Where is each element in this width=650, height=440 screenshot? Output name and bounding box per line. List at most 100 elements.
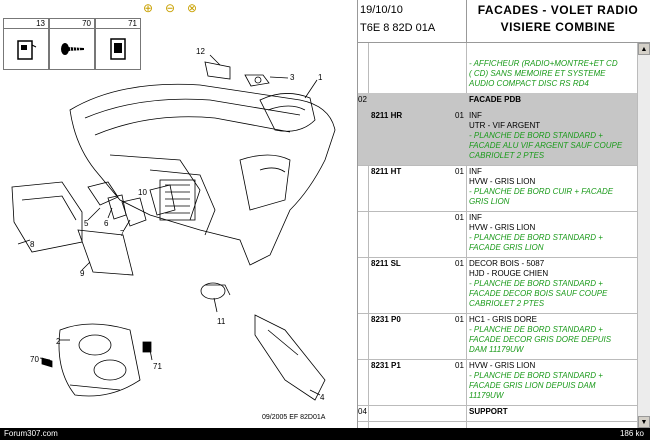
- part-index: 01: [455, 167, 464, 176]
- row-number: 04: [358, 407, 367, 416]
- callout-9: 9: [80, 269, 85, 278]
- status-left: Forum307.com: [4, 429, 58, 438]
- part-description: INF: [469, 111, 482, 120]
- list-item[interactable]: - AFFICHEUR (RADIO+MONTRE+ET CD( CD) SAN…: [358, 57, 638, 94]
- list-item[interactable]: 8231 P0 01 HC1 - GRIS DORE- PLANCHE DE BOR…: [358, 313, 638, 360]
- part-description: - PLANCHE DE BORD STANDARD +: [469, 279, 603, 288]
- zoom-toolbar: ⊕ ⊖ ⊗: [140, 2, 200, 15]
- clip-icon: [17, 40, 37, 60]
- part-description: HVW - GRIS LION: [469, 177, 536, 186]
- part-code: 8211 SL: [371, 259, 401, 268]
- part-description: HC1 - GRIS DORE: [469, 315, 538, 324]
- part-description: - PLANCHE DE BORD STANDARD +: [469, 371, 603, 380]
- part-description: HVW - GRIS LION: [469, 361, 536, 370]
- part-description: - PLANCHE DE BORD STANDARD +: [469, 233, 603, 242]
- callout-2: 2: [56, 337, 61, 346]
- callout-4: 4: [320, 393, 325, 402]
- diagram-panel: ⊕ ⊖ ⊗ 13 70 71: [0, 0, 358, 428]
- parts-header: 19/10/10 T6E 8 82D 01A FACADES - VOLET R…: [358, 0, 650, 43]
- header-ref: T6E 8 82D 01A: [360, 22, 436, 34]
- callout-1: 1: [318, 73, 323, 82]
- callout-7: 7: [120, 229, 125, 238]
- row-number: 02: [358, 95, 367, 104]
- part-description: ( CD) SANS MEMOIRE ET SYSTEME: [469, 69, 606, 78]
- part-code: 8231 P1: [371, 361, 401, 370]
- scroll-up-icon[interactable]: ▲: [638, 43, 650, 55]
- callout-6: 6: [104, 219, 109, 228]
- header-date: 19/10/10: [360, 4, 403, 16]
- part-description: - PLANCHE DE BORD STANDARD +: [469, 325, 603, 334]
- part-description: FACADE ALU VIF ARGENT SAUF COUPE: [469, 141, 623, 150]
- part-description: AUDIO COMPACT DISC RS RD4: [469, 79, 589, 88]
- part-code: 8211 HR: [371, 111, 403, 120]
- thumb-13[interactable]: 13: [3, 18, 49, 70]
- status-bar: Forum307.com 186 ko: [0, 428, 650, 440]
- header-divider: [466, 0, 467, 42]
- callout-11: 11: [217, 317, 226, 326]
- nut-clip-icon: [110, 38, 126, 60]
- callout-8: 8: [30, 240, 35, 249]
- part-description: - PLANCHE DE BORD CUIR + FACADE: [469, 187, 614, 196]
- part-description: CABRIOLET 2 PTES: [469, 151, 545, 160]
- part-code: 8231 P0: [371, 315, 401, 324]
- list-item[interactable]: 8231 P1 01 HVW - GRIS LION- PLANCHE DE BOR…: [358, 359, 638, 406]
- part-description: DAM 11179UW: [469, 345, 524, 354]
- exploded-dashboard-diagram: 12 3 1 10 5 6 7 9 8 11 2 70 71 4: [11, 47, 336, 402]
- part-description: - PLANCHE DE BORD STANDARD +: [469, 131, 603, 140]
- part-code: 8211 HT: [371, 167, 402, 176]
- part-thumbnails: 13 70 71: [3, 18, 141, 70]
- thumb-70[interactable]: 70: [49, 18, 95, 70]
- vertical-scrollbar[interactable]: ▲ ▼: [637, 43, 650, 428]
- col-divider: [368, 43, 369, 428]
- part-description: 11179UW: [469, 391, 504, 400]
- callout-3: 3: [290, 73, 295, 82]
- part-description: FACADE GRIS LION: [469, 243, 544, 252]
- col-divider: [466, 43, 467, 428]
- scroll-down-icon[interactable]: ▼: [638, 416, 650, 428]
- header-title-line1: FACADES - VOLET RADIO: [477, 3, 639, 17]
- list-item[interactable]: 02 FACADE PDB: [358, 93, 638, 110]
- callout-10: 10: [138, 188, 147, 197]
- status-right: 186 ko: [619, 429, 644, 438]
- thumb-71-num: 71: [96, 19, 140, 29]
- callout-71: 71: [153, 362, 162, 371]
- part-description: INF: [469, 213, 482, 222]
- part-index: 01: [455, 259, 464, 268]
- part-description: DECOR BOIS - 5087: [469, 259, 545, 268]
- part-description: FACADE DECOR BOIS SAUF COUPE: [469, 289, 608, 298]
- thumb-13-num: 13: [4, 19, 48, 29]
- parts-list: - AFFICHEUR (RADIO+MONTRE+ET CD( CD) SAN…: [358, 43, 638, 428]
- part-description: SUPPORT: [469, 407, 508, 416]
- part-description: FACADE PDB: [469, 95, 522, 104]
- zoom-out-icon[interactable]: ⊖: [164, 1, 176, 15]
- part-description: HJD - ROUGE CHIEN: [469, 269, 549, 278]
- part-index: 01: [455, 111, 464, 120]
- part-description: FACADE DECOR GRIS DORE DEPUIS: [469, 335, 612, 344]
- screw-icon: [61, 43, 84, 55]
- part-description: CABRIOLET 2 PTES: [469, 299, 545, 308]
- part-description: HVW - GRIS LION: [469, 223, 536, 232]
- callout-70: 70: [30, 355, 39, 364]
- part-description: FACADE GRIS LION DEPUIS DAM: [469, 381, 596, 390]
- diagram-footer: 09/2005 EF 82D01A: [262, 414, 326, 421]
- part-index: 01: [455, 315, 464, 324]
- thumb-70-num: 70: [50, 19, 94, 29]
- callout-5: 5: [84, 219, 89, 228]
- part-description: UTR - VIF ARGENT: [469, 121, 541, 130]
- part-index: 01: [455, 213, 464, 222]
- list-item[interactable]: 04 SUPPORT: [358, 405, 638, 422]
- part-description: GRIS LION: [469, 197, 510, 206]
- zoom-reset-icon[interactable]: ⊗: [186, 1, 198, 15]
- zoom-in-icon[interactable]: ⊕: [142, 1, 154, 15]
- part-description: - AFFICHEUR (RADIO+MONTRE+ET CD: [469, 59, 618, 68]
- header-title-line2: VISIERE COMBINE: [500, 20, 616, 34]
- part-description: INF: [469, 167, 482, 176]
- part-index: 01: [455, 361, 464, 370]
- callout-12: 12: [196, 47, 205, 56]
- parts-panel: 19/10/10 T6E 8 82D 01A FACADES - VOLET R…: [358, 0, 650, 428]
- thumb-71[interactable]: 71: [95, 18, 141, 70]
